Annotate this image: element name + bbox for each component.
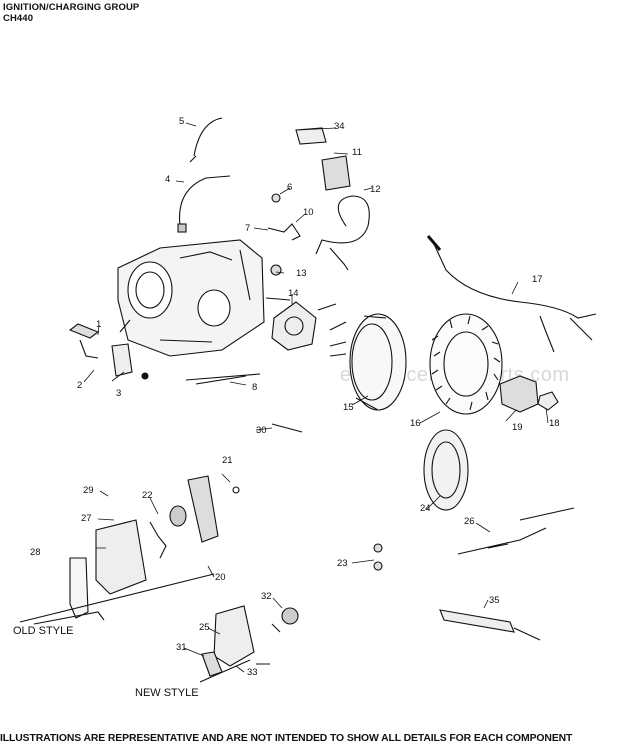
callout-17: 17 bbox=[532, 274, 543, 285]
stator-14 bbox=[265, 297, 337, 351]
new-style-caption: NEW STYLE bbox=[135, 687, 199, 699]
callout-26: 26 bbox=[464, 516, 475, 527]
leader-lines bbox=[83, 122, 549, 673]
old-style-assembly bbox=[19, 475, 240, 625]
callout-20: 20 bbox=[215, 572, 226, 583]
callout-25: 25 bbox=[199, 622, 210, 633]
callout-4: 4 bbox=[165, 174, 171, 185]
callout-1: 1 bbox=[96, 319, 102, 330]
model-number: CH440 bbox=[3, 13, 34, 24]
callout-16: 16 bbox=[410, 418, 421, 429]
module-34 bbox=[295, 127, 327, 145]
callout-35: 35 bbox=[489, 595, 500, 606]
callout-34: 34 bbox=[334, 121, 345, 132]
callout-13: 13 bbox=[296, 268, 307, 279]
callout-18: 18 bbox=[549, 418, 560, 429]
engine-block bbox=[117, 239, 265, 357]
callout-8: 8 bbox=[252, 382, 258, 393]
disc-24 bbox=[423, 429, 469, 511]
callout-33: 33 bbox=[247, 667, 258, 678]
nut-18 bbox=[537, 391, 559, 411]
callout-6: 6 bbox=[287, 182, 293, 193]
callout-31: 31 bbox=[176, 642, 187, 653]
rectifier-11 bbox=[321, 155, 351, 191]
old-style-caption: OLD STYLE bbox=[13, 625, 74, 637]
callout-27: 27 bbox=[81, 513, 92, 524]
callout-11: 11 bbox=[352, 147, 362, 158]
flywheel-15 bbox=[349, 313, 407, 411]
callout-10: 10 bbox=[303, 207, 314, 218]
part-35 bbox=[439, 609, 515, 633]
callout-3: 3 bbox=[116, 388, 122, 399]
wiring-harness-17 bbox=[433, 243, 597, 353]
callout-21: 21 bbox=[222, 455, 233, 466]
callout-15: 15 bbox=[343, 402, 354, 413]
part-8 bbox=[185, 373, 261, 385]
callout-24: 24 bbox=[420, 503, 431, 514]
callout-28: 28 bbox=[30, 547, 41, 558]
disclaimer-footer: ILLUSTRATIONS ARE REPRESENTATIVE AND ARE… bbox=[0, 733, 573, 744]
callout-29: 29 bbox=[83, 485, 94, 496]
lead-wire-4 bbox=[178, 175, 231, 227]
callout-14: 14 bbox=[288, 288, 299, 299]
callout-30: 30 bbox=[256, 425, 267, 436]
callout-12: 12 bbox=[370, 184, 381, 195]
cup-19 bbox=[499, 375, 539, 413]
diagram-title: IGNITION/CHARGING GROUP bbox=[3, 2, 140, 13]
lead-wire-5 bbox=[189, 117, 223, 163]
part-30 bbox=[271, 423, 303, 433]
callout-7: 7 bbox=[245, 223, 251, 234]
fan-16 bbox=[429, 313, 503, 415]
callout-19: 19 bbox=[512, 422, 523, 433]
harness-12 bbox=[315, 195, 370, 255]
callout-5: 5 bbox=[179, 116, 185, 127]
new-style-assembly bbox=[199, 605, 299, 683]
callout-23: 23 bbox=[337, 558, 348, 569]
callout-22: 22 bbox=[142, 490, 153, 501]
harness-26 bbox=[457, 507, 575, 555]
callout-32: 32 bbox=[261, 591, 272, 602]
callout-2: 2 bbox=[77, 380, 83, 391]
